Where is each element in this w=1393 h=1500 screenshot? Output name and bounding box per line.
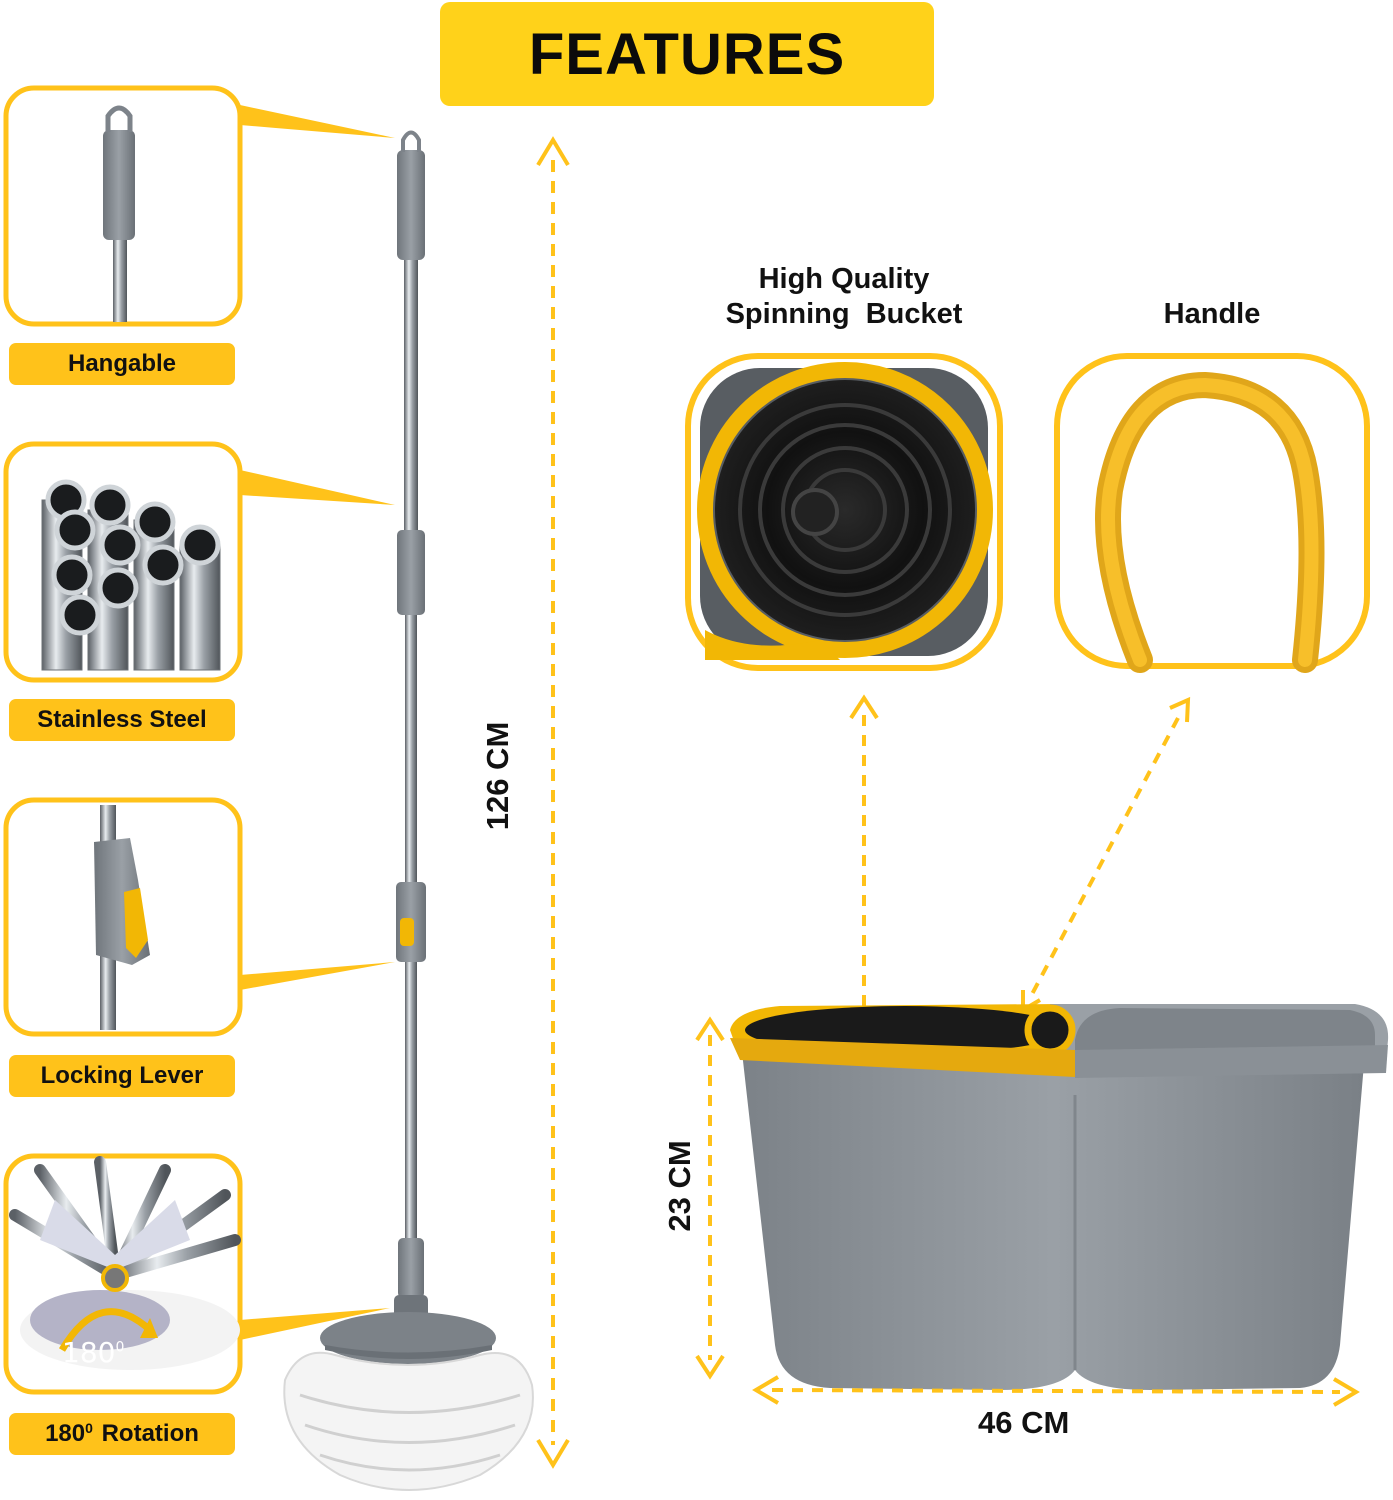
features-title: FEATURES xyxy=(528,21,846,87)
feature-label-locking-lever: Locking Lever xyxy=(9,1055,235,1097)
feature-label-hangable: Hangable xyxy=(9,343,235,385)
hangable-box xyxy=(3,85,243,327)
handle-detail-box xyxy=(1054,353,1370,673)
features-banner: FEATURES xyxy=(440,2,934,106)
mop-height-arrow xyxy=(536,136,570,1469)
mop-height-label: 126 CM xyxy=(480,721,515,831)
bucket-width-label: 46 CM xyxy=(978,1405,1070,1440)
mop xyxy=(283,130,534,1491)
bucket-detail-box xyxy=(685,353,1003,671)
stainless-steel-box xyxy=(3,441,243,683)
pointer-arrows xyxy=(849,694,1191,1050)
connector-lines xyxy=(240,105,395,1340)
bucket-height-label: 23 CM xyxy=(662,1140,697,1232)
handle-feature-title: Handle xyxy=(1163,298,1261,330)
rotation-box xyxy=(3,1153,243,1395)
feature-label-stainless-steel: Stainless Steel xyxy=(9,699,235,741)
rotation-degree-mark: 1800 xyxy=(62,1336,125,1369)
spin-bucket xyxy=(730,1004,1389,1390)
bucket-dimension-arrows xyxy=(695,1016,1360,1407)
bucket-feature-title: High Quality Spinning Bucket xyxy=(725,263,963,330)
locking-lever-box xyxy=(3,797,243,1037)
